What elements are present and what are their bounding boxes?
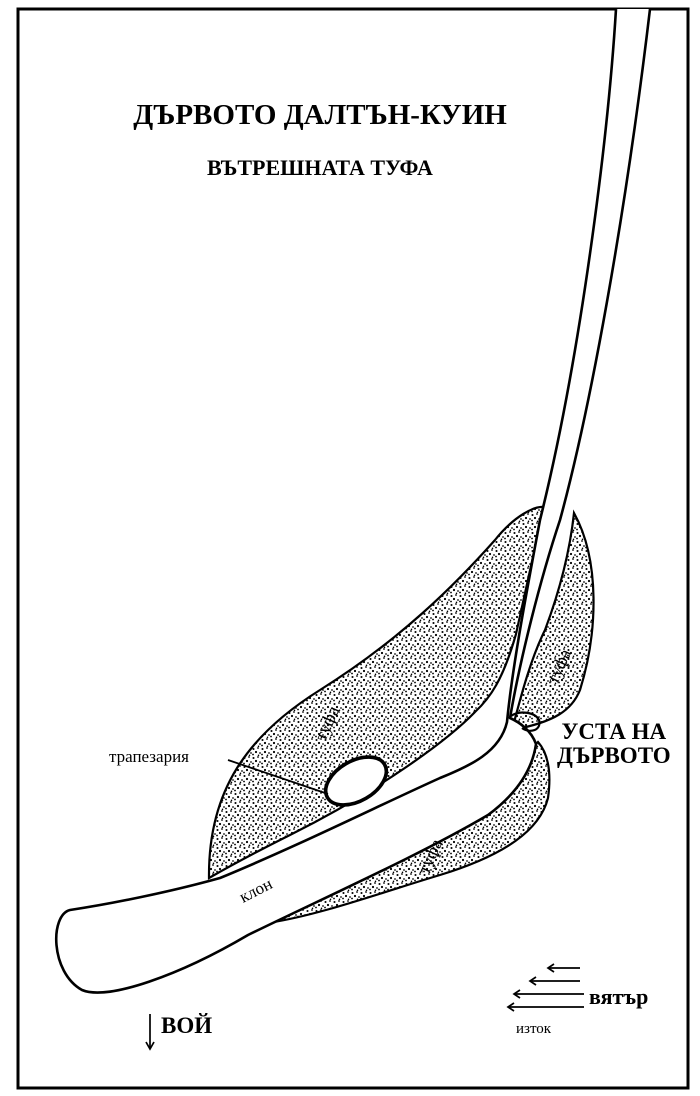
dining-room-oval: [323, 755, 389, 807]
tree-trunk: [54, 8, 652, 994]
tree-mouth-label-line1: УСТА НА: [561, 719, 667, 744]
page-border: [16, 7, 690, 1090]
tree-mouth-label-line2: ДЪРВОТО: [557, 743, 671, 769]
howl-label: ВОЙ: [161, 1013, 213, 1038]
diagram-subtitle: ВЪТРЕШНАТА ТУФА: [207, 155, 433, 180]
diagram-title: ДЪРВОТО ДАЛТЪН-КУИН: [133, 99, 507, 131]
dining-room-label: трапезария: [109, 747, 189, 766]
tree-mouth-label: УСТА НА ДЪРВОТО: [557, 719, 671, 769]
wind-label: вятър: [589, 984, 649, 1009]
dining-room-leader: [227, 759, 329, 795]
wind-arrows-icon: [506, 963, 584, 1012]
tufa-large-region: [207, 505, 546, 880]
east-label: изток: [516, 1021, 552, 1037]
howl-arrow-icon: [145, 1014, 155, 1051]
tree-mouth-notch: [510, 711, 541, 732]
